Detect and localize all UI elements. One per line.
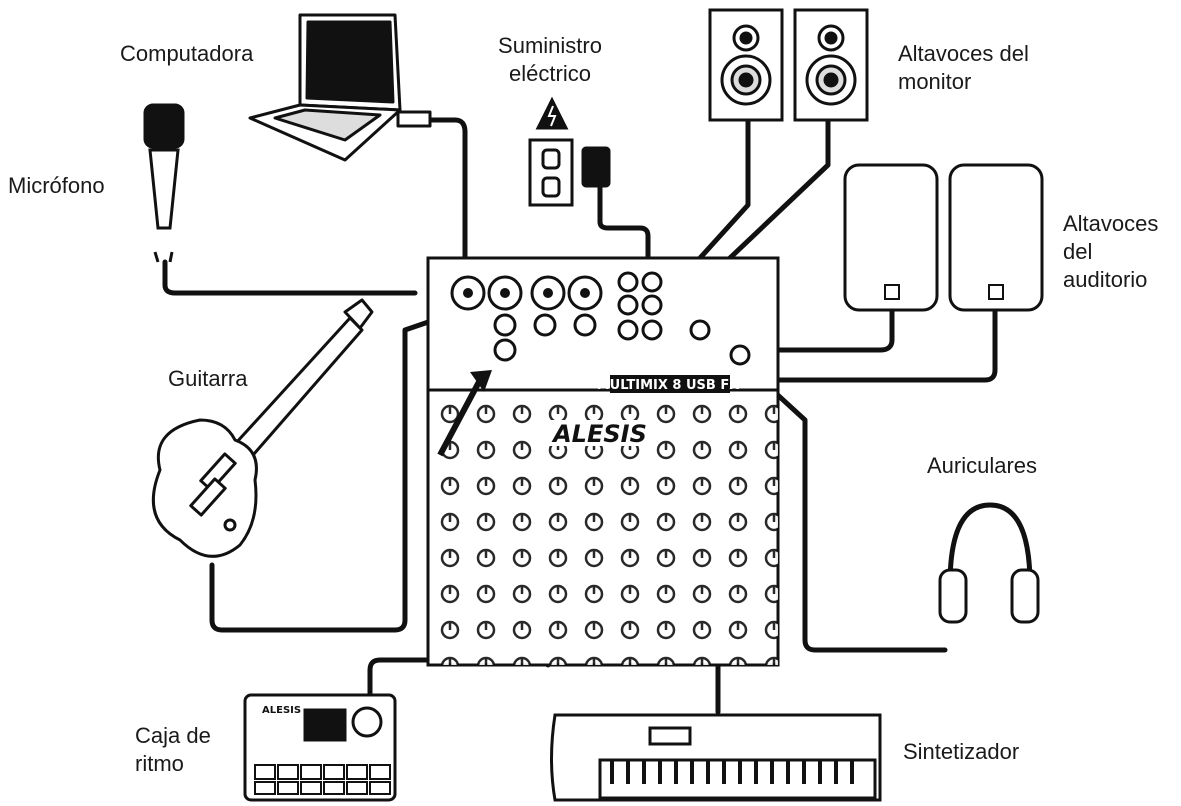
laptop-icon [248,13,432,162]
pa-cable-left [722,307,895,353]
mixer-icon: ALESIS MULTIMIX 8 USB FX [426,256,780,667]
label-drum-machine: Caja de ritmo [135,723,211,776]
label-pa-speakers: Altavoces del auditorio [1063,211,1159,292]
power-outlet-icon [528,96,611,207]
power-cable [597,182,651,265]
microphone-icon [143,103,185,263]
arrow-icon [437,378,483,457]
headphones-cable [742,362,948,653]
studio-monitor-icon [708,8,869,122]
label-headphones: Auriculares [927,453,1038,478]
mixer-brand-text: ALESIS [551,420,647,448]
label-microphone: Micrófono [8,173,105,198]
label-guitar: Guitarra [168,366,248,391]
label-power-supply: Suministro eléctrico [498,33,602,86]
usb-cable [427,117,468,265]
pa-cable-right [717,307,998,383]
guitar-cable [209,315,443,633]
headphones-icon [938,502,1040,624]
drum-machine-brand-text: ALESIS [262,705,301,716]
synthesizer-icon [550,713,882,802]
monitor-cable-left [697,117,751,261]
guitar-icon [151,298,374,558]
mixer-model-text: MULTIMIX 8 USB FX [597,378,739,393]
label-computer: Computadora [120,41,254,66]
label-synthesizer: Sintetizador [903,739,1020,764]
mic-cable [162,259,418,296]
monitor-cable-right [709,117,831,278]
drum-machine-icon: ALESIS [243,693,397,802]
pa-speaker-icon [843,163,1044,312]
label-monitor-speakers: Altavoces del monitor [898,41,1029,94]
